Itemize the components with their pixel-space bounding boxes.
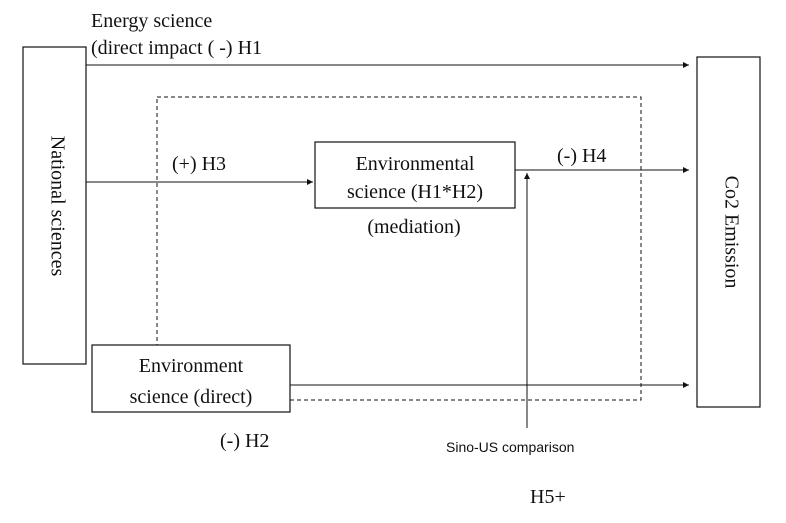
environmental-science-label-line2: science (H1*H2)	[347, 181, 483, 203]
co2-emission-label: Co2 Emission	[720, 176, 742, 289]
environment-science-direct-label-line2: science (direct)	[130, 386, 253, 408]
national-sciences-node: National sciences	[22, 46, 87, 365]
environmental-science-node: Environmental science (H1*H2)	[314, 141, 516, 209]
co2-emission-node: Co2 Emission	[696, 56, 761, 408]
mediation-label: (mediation)	[367, 216, 460, 238]
direct-impact-h1-label: (direct impact ( -) H1	[91, 37, 262, 59]
environment-science-direct-label-line1: Environment	[139, 355, 244, 377]
h2-label: (-) H2	[220, 430, 269, 452]
environment-science-direct-node: Environment science (direct)	[91, 344, 291, 413]
national-sciences-label: National sciences	[46, 136, 68, 277]
h4-label: (-) H4	[557, 145, 606, 167]
environmental-science-label-line1: Environmental	[356, 153, 475, 175]
sino-us-comparison-label: Sino-US comparison	[446, 439, 574, 455]
moderation-region	[156, 96, 642, 401]
h3-label: (+) H3	[172, 153, 226, 175]
energy-science-label: Energy science	[91, 10, 212, 32]
h5-label: H5+	[530, 486, 566, 508]
